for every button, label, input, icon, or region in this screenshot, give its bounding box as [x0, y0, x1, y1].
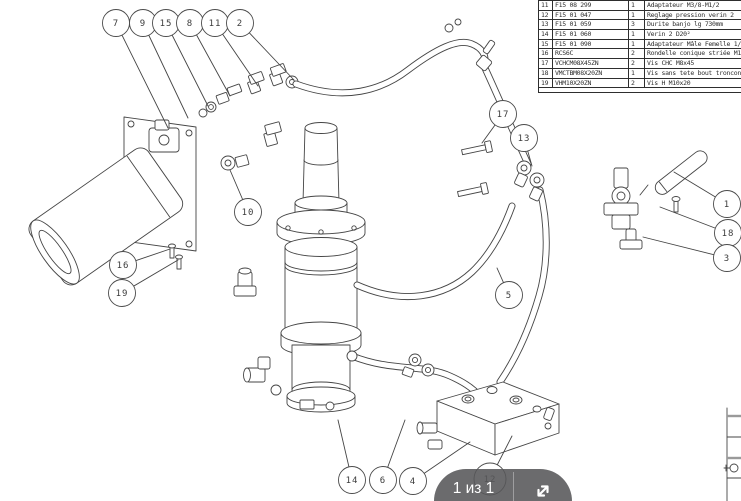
fullscreen-button[interactable] [514, 480, 572, 501]
svg-text:6: 6 [380, 476, 386, 486]
pager-toolbar: 1 из 1 [434, 469, 572, 501]
svg-text:7: 7 [113, 19, 119, 29]
callout-balloon-2: 2 [226, 9, 295, 81]
callout-balloon-1: 1 [673, 171, 741, 218]
callout-balloon-14: 14 [337, 419, 366, 494]
callout-balloon-4: 4 [399, 441, 471, 495]
pump-column [233, 122, 366, 413]
table-bottom-border [539, 88, 741, 93]
callout-balloon-10: 10 [229, 169, 262, 226]
screws-16-19 [168, 243, 183, 270]
callout-balloon-5: 5 [495, 267, 523, 309]
callout-balloon-9: 9 [129, 9, 189, 119]
svg-text:9: 9 [140, 19, 146, 29]
callout-layer: 79158112171310161951183146412 [102, 9, 741, 496]
banjo-fittings [401, 353, 435, 378]
screws-17 [457, 140, 493, 197]
svg-text:16: 16 [117, 261, 130, 271]
svg-text:5: 5 [506, 291, 512, 301]
callout-balloon-7: 7 [102, 9, 169, 129]
callout-balloon-3: 3 [642, 236, 741, 272]
callout-balloon-15: 15 [152, 9, 209, 107]
callout-balloon-18: 18 [659, 206, 741, 247]
callout-balloon-13: 13 [510, 124, 538, 167]
svg-text:13: 13 [518, 134, 531, 144]
manifold-block [416, 381, 560, 456]
projection-symbol-icon [723, 463, 739, 473]
svg-text:1: 1 [724, 200, 730, 210]
elbow-fitting [269, 63, 287, 87]
svg-text:18: 18 [722, 229, 735, 239]
svg-text:14: 14 [346, 476, 359, 486]
svg-text:8: 8 [187, 19, 193, 29]
svg-text:15: 15 [160, 19, 173, 29]
motor-assembly [28, 116, 197, 286]
callout-balloon-19: 19 [108, 259, 179, 307]
svg-text:19: 19 [116, 289, 129, 299]
svg-text:3: 3 [724, 254, 730, 264]
svg-text:10: 10 [242, 208, 255, 218]
svg-text:4: 4 [410, 477, 416, 487]
callout-balloon-8: 8 [176, 9, 231, 97]
svg-text:17: 17 [497, 110, 510, 120]
svg-text:11: 11 [209, 19, 222, 29]
toolbar-divider [513, 472, 514, 501]
callout-balloon-16: 16 [109, 248, 171, 279]
fittings-top [198, 63, 299, 118]
elbow-fitting [247, 71, 265, 95]
valve-handle-assembly [603, 150, 708, 250]
callout-balloon-6: 6 [369, 419, 406, 494]
title-block-fragment [723, 407, 741, 501]
page-indicator: 1 из 1 [452, 480, 495, 497]
fitting-cluster-13 [514, 160, 545, 202]
expand-diagonal-icon [537, 485, 549, 497]
callout-balloon-17: 17 [481, 100, 517, 144]
svg-text:2: 2 [237, 19, 243, 29]
handle-bar [654, 150, 708, 195]
fitting-cluster-10 [220, 121, 282, 171]
